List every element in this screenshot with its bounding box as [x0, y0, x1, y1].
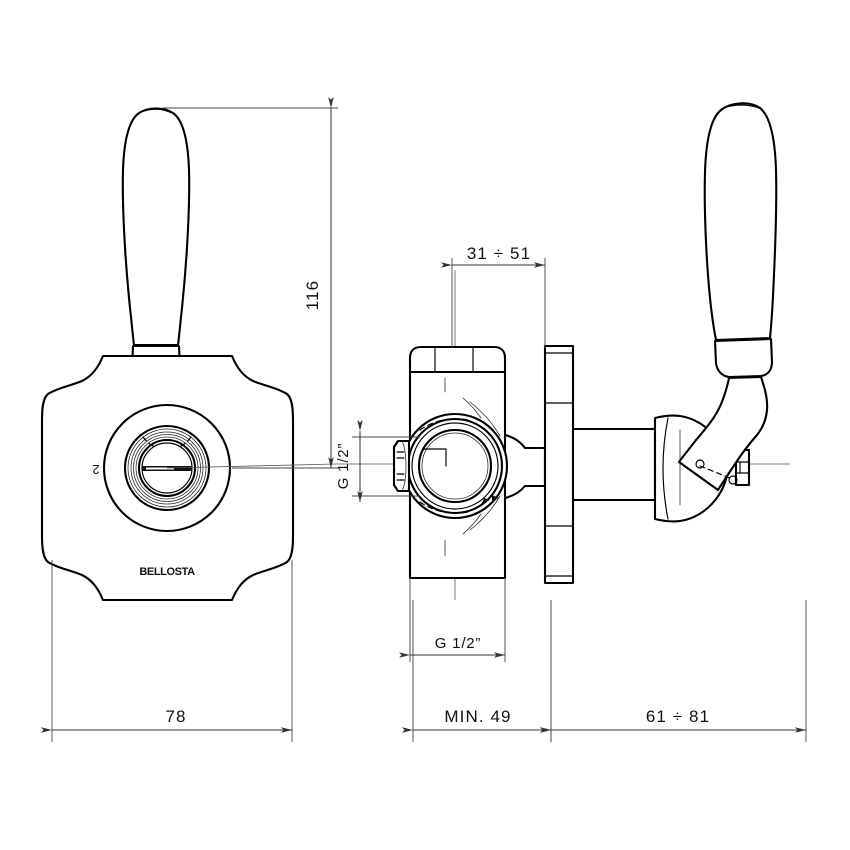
dimension-body-depth-31-51: 31 ÷ 51 [441, 244, 546, 348]
side-section-view [336, 102, 790, 600]
front-leader-line [166, 463, 337, 469]
dimension-thread-vertical-label: G 1/2” [335, 443, 352, 489]
dimension-width-78: 78 [41, 560, 293, 742]
dimension-projection-61-81: 61 ÷ 81 [540, 600, 807, 742]
dimension-body-depth-label: 31 ÷ 51 [467, 244, 531, 263]
dimension-min-49: MIN. 49 [402, 600, 552, 742]
side-lever-handle [677, 102, 778, 492]
front-view: BELLOSTA 2 [40, 107, 337, 602]
dimension-projection-61-81-label: 61 ÷ 81 [646, 707, 710, 726]
dimension-thread-g-half-horizontal: G 1/2” [399, 578, 506, 662]
dimension-min-49-label: MIN. 49 [444, 707, 511, 726]
valve-cartridge-ring [392, 412, 509, 520]
dimension-width-78-label: 78 [165, 707, 186, 726]
wall-flange [543, 344, 657, 585]
part-mark-front: 2 [92, 462, 99, 477]
dimension-height-116: 116 [163, 97, 338, 469]
dimension-height-116-label: 116 [303, 280, 322, 310]
brand-mark-front: BELLOSTA [139, 566, 195, 578]
dimension-thread-horizontal-label: G 1/2” [435, 635, 481, 652]
dimension-thread-g-half-vertical: G 1/2” [335, 420, 420, 502]
